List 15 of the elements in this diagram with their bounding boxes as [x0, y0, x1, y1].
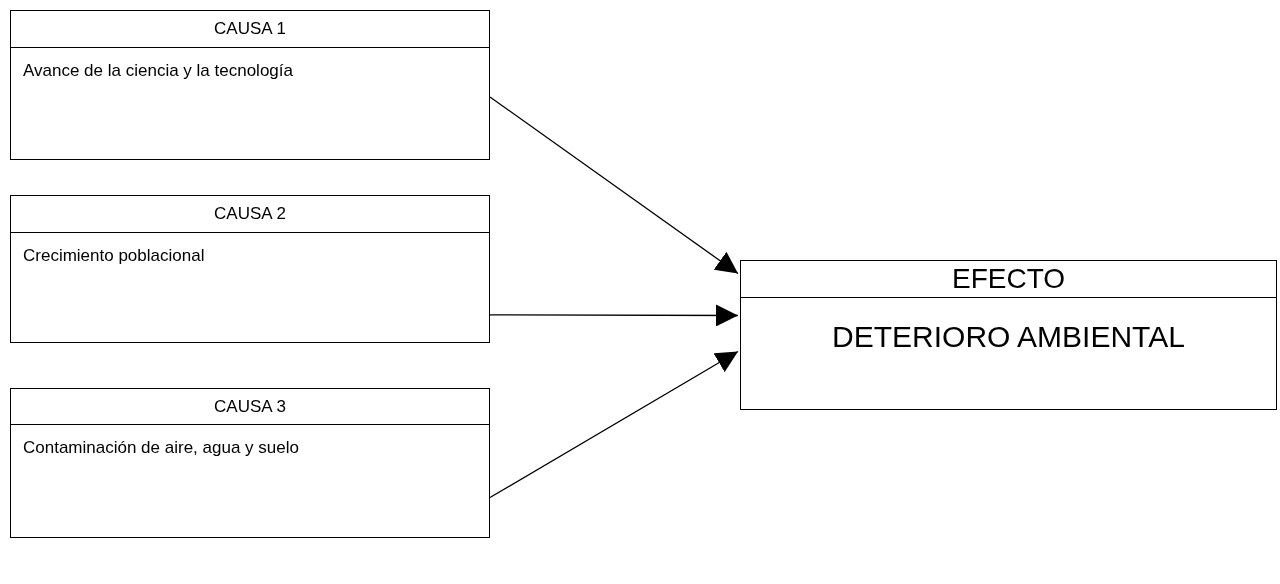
cause-effect-box [740, 260, 1277, 410]
box-text: Contaminación de aire, agua y suelo [23, 438, 299, 457]
box-text: Crecimiento poblacional [23, 246, 205, 265]
box-text: Avance de la ciencia y la tecnología [23, 61, 293, 80]
box-heading: CAUSA 3 [214, 395, 286, 418]
box-text: DETERIORO AMBIENTAL [832, 319, 1185, 355]
cause-effect-box [10, 388, 490, 538]
box-heading: EFECTO [951, 265, 1066, 293]
box-heading: CAUSA 1 [214, 18, 286, 41]
cause-effect-box [10, 195, 490, 343]
cause-effect-box [10, 10, 490, 160]
arrow [489, 96, 739, 275]
arrow [489, 350, 739, 499]
arrow [489, 304, 739, 327]
box-heading: CAUSA 2 [214, 203, 286, 226]
